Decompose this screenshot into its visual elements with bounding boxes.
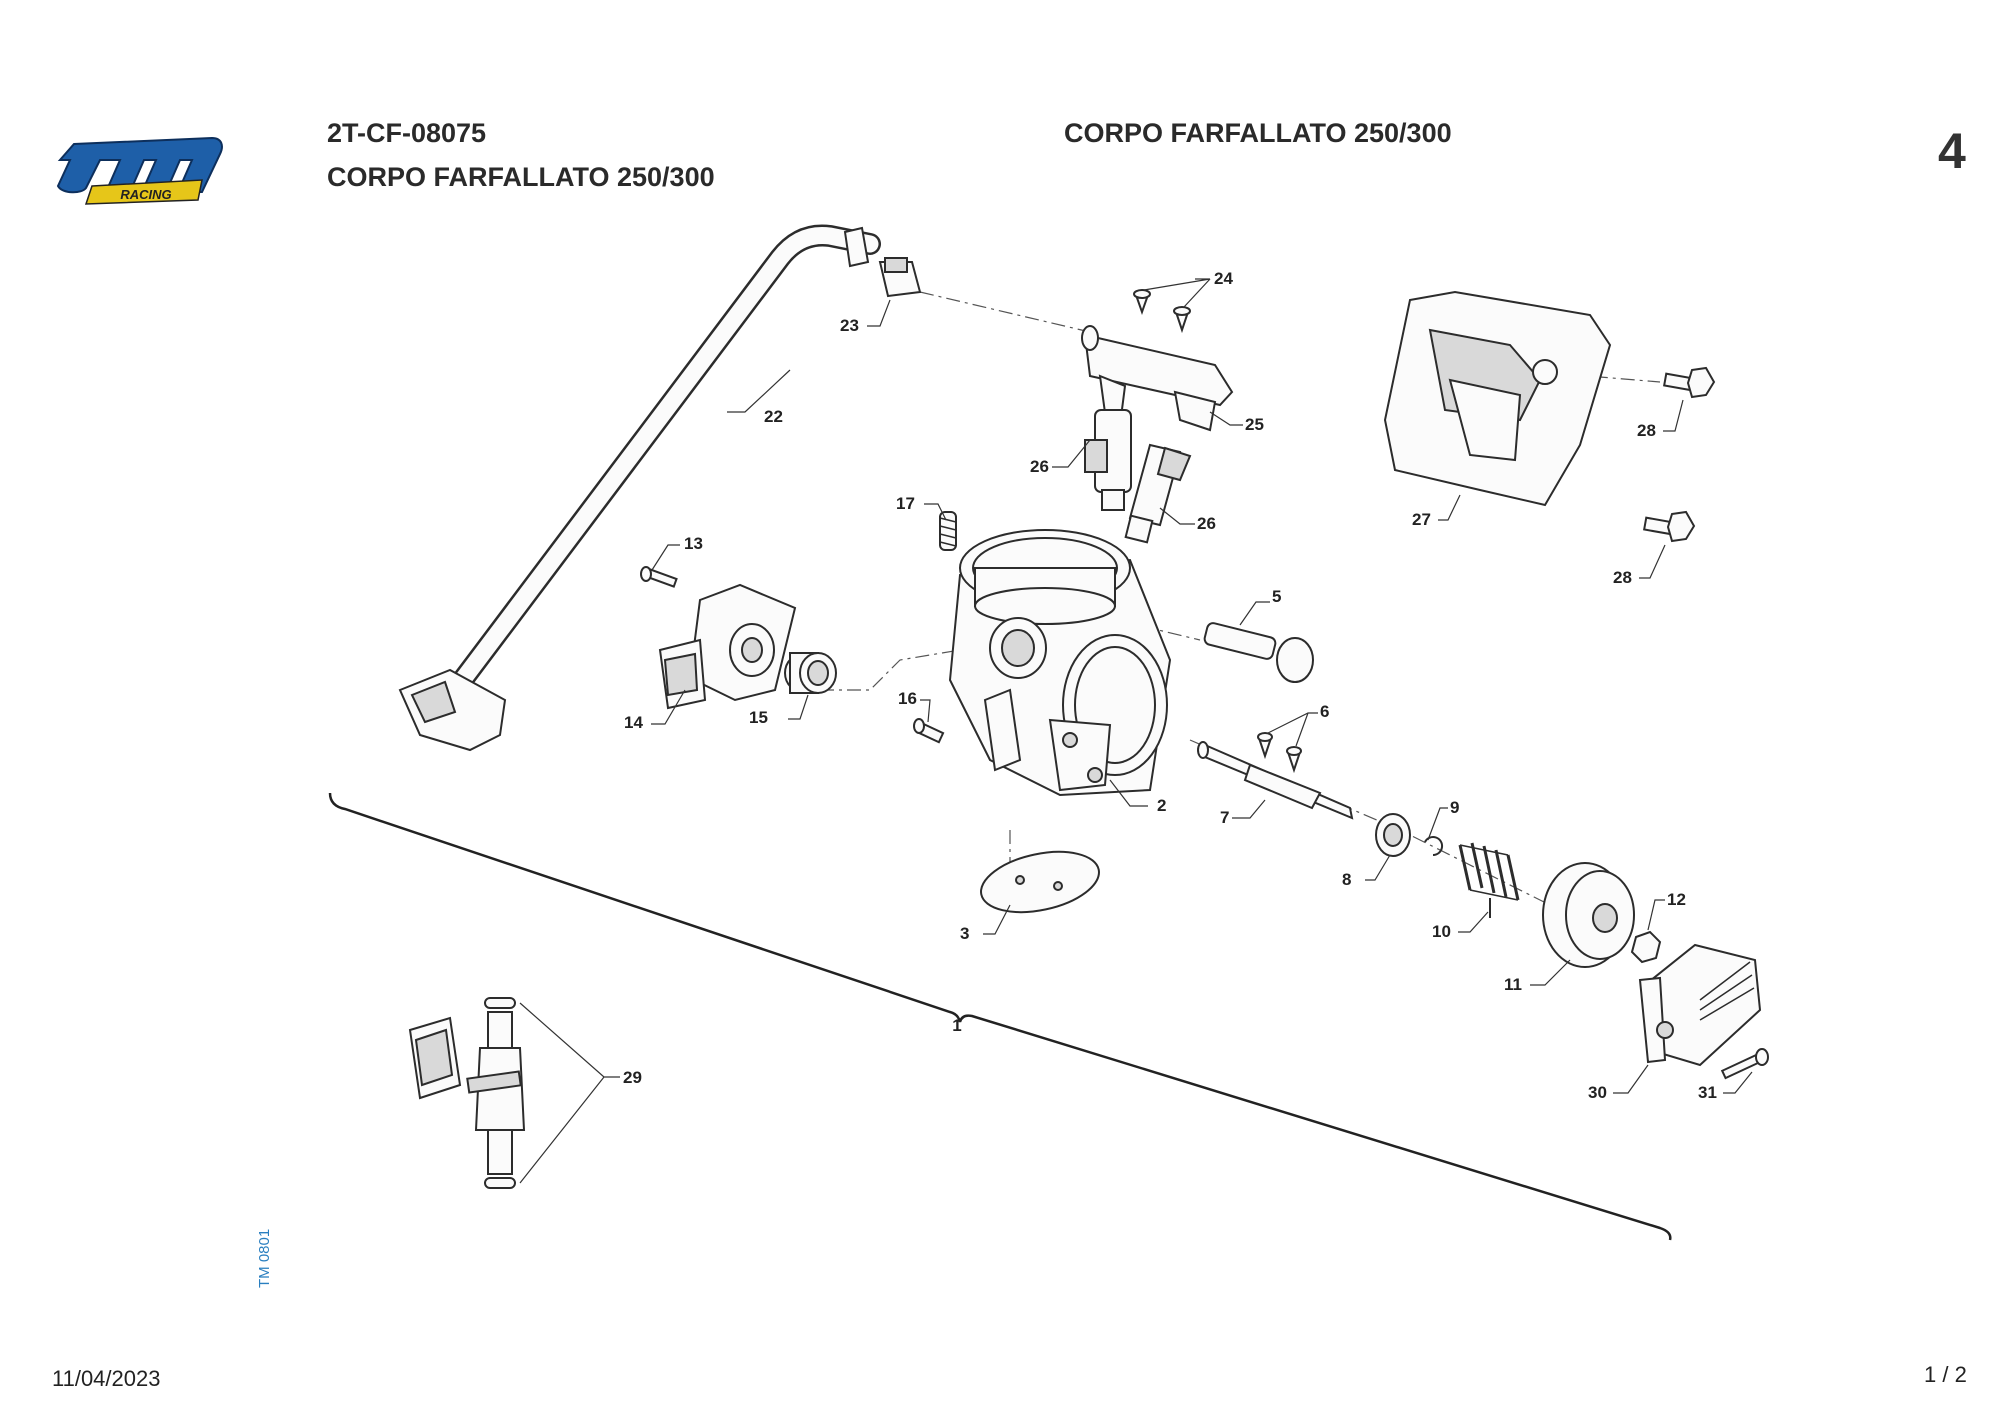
callout-9: 9 <box>1450 798 1459 817</box>
axis-line-tps <box>820 649 961 691</box>
idle-screw-part-5 <box>1203 622 1314 683</box>
tm-racing-logo-icon: RACING <box>56 136 223 205</box>
airbox-cover-part-27 <box>1383 290 1612 507</box>
callout-24: 24 <box>1214 269 1233 288</box>
hose-part-22 <box>398 224 881 752</box>
callout-3: 3 <box>960 924 969 943</box>
page-title: CORPO FARFALLATO 250/300 <box>1064 118 1452 148</box>
bearing-part-8 <box>1375 813 1411 857</box>
bolt-part-28b <box>1643 510 1696 543</box>
callout-17: 17 <box>896 494 915 513</box>
cover-part-30 <box>1638 943 1762 1067</box>
callout-29: 29 <box>623 1068 642 1087</box>
screw-part-31 <box>1720 1048 1769 1080</box>
callout-28a: 28 <box>1637 421 1656 440</box>
throttle-shaft-part-7 <box>1197 741 1354 820</box>
callout-10: 10 <box>1432 922 1451 941</box>
callout-7: 7 <box>1220 808 1229 827</box>
spring-part-17 <box>939 511 957 551</box>
callout-30: 30 <box>1588 1083 1607 1102</box>
callout-labels: 1 2 3 5 6 7 8 9 10 11 12 13 14 15 16 17 … <box>623 269 1717 1102</box>
doc-code: 2T-CF-08075 <box>327 118 487 148</box>
callout-2: 2 <box>1157 796 1166 815</box>
screw-part-13 <box>640 566 678 588</box>
clamp-part-23 <box>878 257 922 298</box>
callout-25: 25 <box>1245 415 1264 434</box>
callout-6: 6 <box>1320 702 1329 721</box>
callout-14: 14 <box>624 713 643 732</box>
throttle-body-part-2 <box>948 529 1172 797</box>
callout-23: 23 <box>840 316 859 335</box>
screw-part-16 <box>913 718 945 744</box>
injector-part-26b <box>1124 443 1192 544</box>
footer-date: 11/04/2023 <box>52 1366 161 1391</box>
callout-12: 12 <box>1667 890 1686 909</box>
callout-16: 16 <box>898 689 917 708</box>
injector-part-26a <box>1084 409 1132 511</box>
page-number: 4 <box>1938 123 1966 179</box>
callout-1: 1 <box>952 1016 961 1035</box>
logo-sub-text: RACING <box>120 187 171 202</box>
bolt-part-28a <box>1663 366 1716 399</box>
assembly-brace <box>328 792 1672 1241</box>
screws-part-24 <box>1133 289 1191 334</box>
screws-part-6 <box>1257 732 1302 774</box>
axis-line-hose <box>919 291 1091 333</box>
spring-part-10 <box>1458 842 1520 918</box>
callout-13: 13 <box>684 534 703 553</box>
bushing-part-15 <box>784 652 837 694</box>
nut-part-12 <box>1630 930 1662 964</box>
callout-15: 15 <box>749 708 768 727</box>
callout-31: 31 <box>1698 1083 1717 1102</box>
pulley-part-11 <box>1542 862 1635 968</box>
footer-pagination: 1 / 2 <box>1924 1362 1967 1387</box>
throttle-plate-part-3 <box>980 850 1100 914</box>
callout-26b: 26 <box>1197 514 1216 533</box>
brand-logo: RACING <box>52 130 224 206</box>
callout-26a: 26 <box>1030 457 1049 476</box>
tps-sensor-part-14 <box>658 583 797 710</box>
injector-detail-part-29 <box>408 997 526 1189</box>
doc-subtitle: CORPO FARFALLATO 250/300 <box>327 162 715 192</box>
callout-22: 22 <box>764 407 783 426</box>
callout-28b: 28 <box>1613 568 1632 587</box>
callout-5: 5 <box>1272 587 1281 606</box>
callout-8: 8 <box>1342 870 1351 889</box>
leader-lines <box>519 278 1753 1184</box>
callout-27: 27 <box>1412 510 1431 529</box>
callout-11: 11 <box>1504 975 1522 994</box>
